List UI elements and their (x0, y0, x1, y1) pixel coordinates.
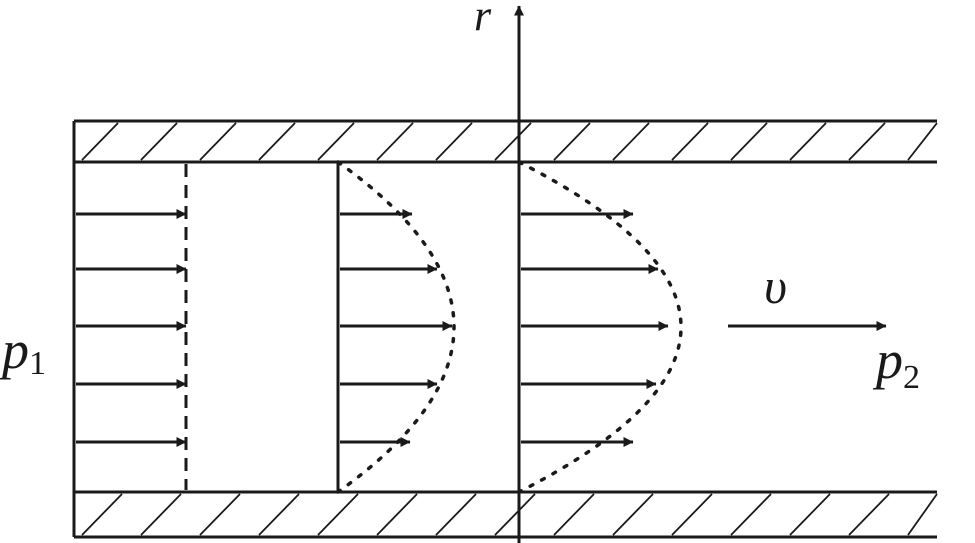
hatch-line (730, 493, 772, 536)
hatch-line (671, 122, 709, 161)
hatch-line (907, 122, 938, 161)
hatch-line (140, 122, 178, 161)
hatch-line (789, 493, 831, 536)
hatch-line (553, 493, 595, 536)
hatch-line (848, 122, 886, 161)
developing-profile-curve (336, 160, 456, 494)
hatch-line (553, 122, 591, 161)
hatch-line (140, 493, 182, 536)
hatch-line (376, 122, 414, 161)
hatch-line (317, 122, 355, 161)
developing-velocity-profile (336, 160, 456, 494)
pipe-walls (72, 119, 937, 539)
hatch-line (612, 122, 650, 161)
hatch-line (81, 493, 123, 536)
hatch-line (258, 493, 300, 536)
bottom-wall-hatching (81, 493, 938, 536)
hatch-line (789, 122, 827, 161)
uniform-velocity-profile (76, 164, 188, 490)
hatch-line (612, 493, 654, 536)
hatch-line (435, 122, 473, 161)
developing-profile-arrows (340, 209, 453, 447)
hatch-line (376, 493, 418, 536)
hatch-line (81, 122, 119, 161)
outlet-pressure-label: p2 (872, 330, 920, 396)
hatch-line (258, 122, 296, 161)
hatch-line (435, 493, 477, 536)
hatch-line (671, 493, 713, 536)
hatch-line (199, 493, 241, 536)
developed-profile-arrows (521, 209, 669, 447)
top-wall-hatching (81, 122, 938, 161)
hatch-line (199, 122, 237, 161)
r-axis-label: r (474, 0, 492, 40)
inlet-pressure-label: p1 (0, 320, 46, 382)
velocity-label: υ (764, 258, 787, 314)
hatch-line (494, 493, 536, 536)
developed-profile-curve (517, 160, 683, 494)
hatch-line (730, 122, 768, 161)
uniform-profile-arrows (76, 209, 187, 447)
hatch-line (848, 493, 890, 536)
hatch-line (317, 493, 359, 536)
developed-velocity-profile (517, 160, 683, 494)
hatch-line (494, 122, 532, 161)
hatch-line (907, 493, 938, 536)
